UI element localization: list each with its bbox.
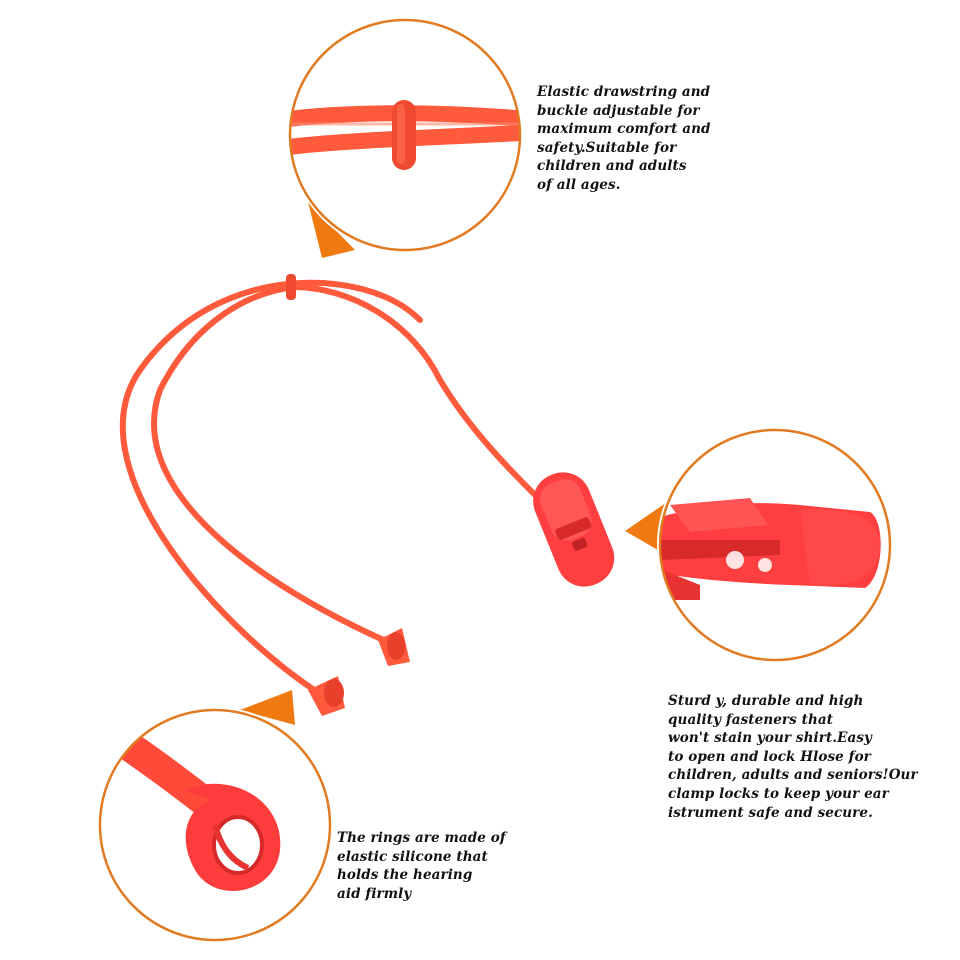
end-ring-left-opening [324, 679, 344, 707]
inset-top [287, 17, 523, 258]
lanyard-cord-outer [119, 279, 423, 703]
caption-drawstring: Elastic drawstring and buckle adjustable… [537, 84, 711, 193]
inset-bottom-ring [98, 708, 332, 942]
lanyard-product-icon [119, 274, 615, 716]
clip-buckle [533, 472, 615, 587]
caption-fasteners: Sturd y, durable and high quality fasten… [668, 693, 918, 821]
inset-top-ring [288, 18, 522, 252]
slider-bead [286, 274, 296, 300]
caption-silicone-rings: The rings are made of elastic silicone t… [337, 830, 506, 902]
inset-right-ring [658, 428, 892, 662]
clip-buckle-detail-icon [660, 498, 881, 600]
inset-bottom [97, 690, 333, 943]
cord-slider-detail-icon [290, 100, 520, 170]
lanyard-cord-inner [151, 283, 543, 648]
inset-right [625, 427, 893, 663]
inset-bottom-pointer [240, 690, 295, 725]
end-ring-right-opening [387, 632, 405, 660]
